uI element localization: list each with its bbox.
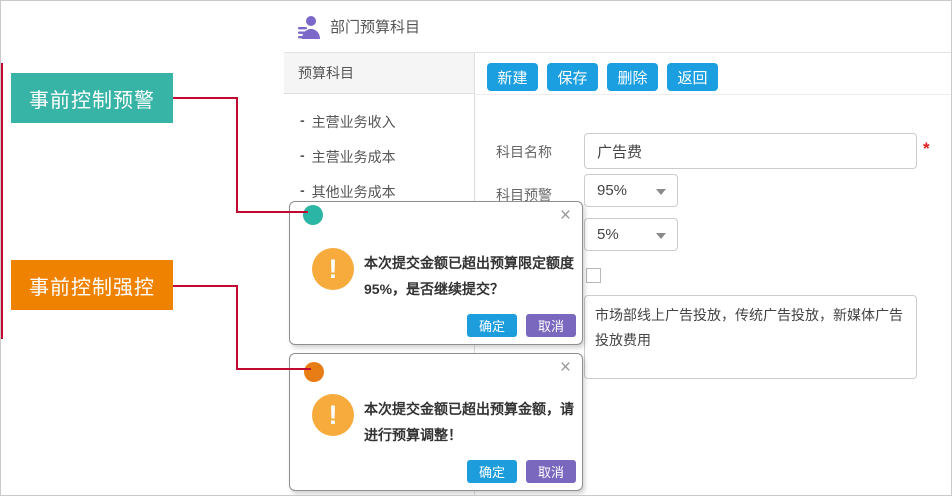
page-title: 部门预算科目 [330,19,421,36]
secondary-percent-value: 5% [597,226,619,243]
close-icon[interactable]: × [559,357,571,378]
chevron-down-icon [656,189,666,195]
warning-percent-value: 95% [597,182,628,199]
dialog-message: 本次提交金额已超出预算金额，请 进行预算调整！ [364,396,576,448]
subject-name-label: 科目名称 [496,144,552,160]
dialog-message-line1: 本次提交金额已超出预算金额，请 [364,401,574,417]
subject-name-input[interactable] [584,133,917,169]
sidebar-item-label: 主营业务收入 [311,114,396,130]
cancel-button[interactable]: 取消 [525,460,576,483]
sidebar-item-other-cost[interactable]: - 其他业务成本 [300,182,470,202]
connector-line [173,97,238,99]
teal-marker-dot-icon [303,205,323,225]
pre-control-enforce-callout: 事前控制强控 [11,260,173,310]
connector-line [236,285,238,370]
option-checkbox[interactable] [586,268,601,283]
warning-icon: ! [312,394,354,436]
subject-warning-label: 科目预警 [496,187,552,203]
connector-line [236,368,311,370]
close-icon[interactable]: × [559,205,571,226]
cancel-button[interactable]: 取消 [525,314,576,337]
warning-percent-select[interactable]: 95% [584,174,678,207]
dialog-buttons: 确定 取消 [466,460,576,483]
dialog-message-line2: 95%，是否继续提交？ [364,281,505,297]
dialog-message-line1: 本次提交金额已超出预算限定额度 [364,255,574,271]
tree-collapse-icon: - [300,112,305,128]
connector-line [236,97,238,213]
sidebar-header: 预算科目 [284,53,474,94]
new-button[interactable]: 新建 [487,63,538,91]
delete-button[interactable]: 删除 [607,63,658,91]
required-asterisk: * [923,139,930,158]
dialog-message: 本次提交金额已超出预算限定额度 95%，是否继续提交？ [364,250,576,302]
sidebar-item-main-revenue[interactable]: - 主营业务收入 [300,112,470,132]
connector-line [236,211,308,213]
secondary-percent-select[interactable]: 5% [584,218,678,251]
left-accent-line [1,63,3,339]
confirm-button[interactable]: 确定 [466,460,517,483]
warning-icon: ! [312,248,354,290]
enforce-dialog: × ! 本次提交金额已超出预算金额，请 进行预算调整！ 确定 取消 [289,353,583,491]
connector-line [173,285,238,287]
back-button[interactable]: 返回 [667,63,718,91]
pre-control-warning-callout: 事前控制预警 [11,73,173,123]
sidebar-item-main-cost[interactable]: - 主营业务成本 [300,147,470,167]
save-button[interactable]: 保存 [547,63,598,91]
sidebar-item-label: 其他业务成本 [311,184,396,200]
user-icon [297,14,321,40]
dialog-message-line2: 进行预算调整！ [364,427,462,443]
toolbar-divider [475,94,951,95]
confirm-button[interactable]: 确定 [466,314,517,337]
tree-collapse-icon: - [300,182,305,198]
orange-marker-dot-icon [304,362,324,382]
description-textarea[interactable]: 市场部线上广告投放，传统广告投放，新媒体广告投放费用 [584,295,917,379]
dialog-buttons: 确定 取消 [466,314,576,337]
tree-collapse-icon: - [300,147,305,163]
warning-dialog: × ! 本次提交金额已超出预算限定额度 95%，是否继续提交？ 确定 取消 [289,201,583,345]
toolbar: 新建 保存 删除 返回 [487,63,718,91]
chevron-down-icon [656,233,666,239]
page-header: 部门预算科目 [284,1,951,53]
sidebar-item-label: 主营业务成本 [311,149,396,165]
